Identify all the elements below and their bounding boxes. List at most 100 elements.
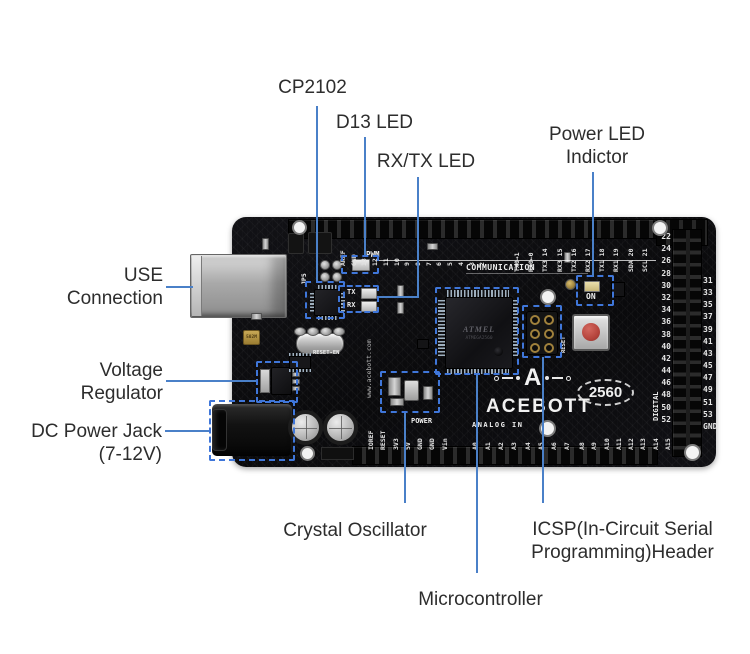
silk-power: POWER (411, 417, 433, 425)
label-microcontroller: Microcontroller (407, 588, 554, 611)
pin-label: TX3 14 (541, 248, 550, 272)
mounting-hole (684, 444, 701, 461)
label-d13-text: D13 LED (335, 112, 414, 133)
callout-line-crystal (404, 413, 406, 503)
label-cp2102: CP2102 (255, 76, 370, 99)
pin-label: 35 (703, 300, 713, 310)
logo-dot-icon (566, 375, 572, 381)
pin-label: IOREF (367, 430, 375, 450)
label-d13-led: D13 LED (317, 111, 432, 134)
mcu-pin1-dimple (494, 347, 503, 356)
label-vreg-line1: Voltage (99, 360, 163, 381)
pin-label: A11 (614, 438, 623, 450)
pin-label: 30 (661, 280, 671, 290)
silk-divider-line-2 (466, 273, 588, 274)
logo-dot-icon (516, 376, 520, 380)
callout-line-usb (166, 286, 193, 288)
mcu-chip: ATMEL ATMEGA2560 (445, 297, 513, 369)
resettable-fuse: 502M (243, 330, 260, 345)
label-dc-line2: (7-12V) (98, 444, 162, 465)
smd-capacitor (423, 386, 433, 400)
reset-button-cap (582, 323, 600, 341)
bottom-edge-component (321, 447, 354, 460)
pin-label: SCL 21 (640, 248, 649, 272)
pin-label: RX1 19 (612, 248, 621, 272)
pin-label: GND (428, 438, 437, 450)
mcu-pins-top (447, 290, 509, 297)
highlight-box-crystal (380, 371, 440, 413)
pin-label: 34 (661, 305, 671, 315)
mounting-hole (540, 289, 556, 305)
cp2102-pins-left (310, 293, 314, 312)
mcu-pins-right (511, 300, 518, 358)
smd-crystal-part (388, 377, 401, 396)
silk-analog-in: ANALOG IN (472, 421, 524, 429)
highlight-box-vreg (256, 361, 298, 403)
pin-label: 47 (703, 373, 713, 383)
model-badge: 2560 (577, 379, 634, 406)
pin-label: 46 (661, 378, 671, 388)
silk-reset-en: RESET-EN (313, 350, 340, 356)
smd-pad (333, 327, 345, 336)
smd-crystal (404, 380, 419, 401)
label-rxtx-led: RX/TX LED (365, 150, 487, 173)
callout-line-dc-jack (165, 430, 211, 432)
pin-label: RESET (379, 430, 388, 450)
soic-legs-top (289, 353, 311, 356)
pin-label: 45 (703, 361, 713, 371)
label-icsp-line2: Programming)Header (531, 542, 714, 563)
pin-label: 44 (661, 366, 671, 376)
highlight-box-cp2102 (305, 281, 345, 319)
label-rxtx-text: RX/TX LED (376, 151, 476, 172)
mounting-hole (292, 220, 307, 235)
icsp-pin-socket (530, 343, 540, 353)
top-pin-header (288, 219, 658, 239)
pin-label: 11 (381, 258, 390, 266)
callout-line-rxtx-h (378, 296, 419, 298)
vreg-tab (260, 369, 270, 393)
callout-line-mcu (476, 374, 478, 573)
pin-label: 28 (661, 268, 671, 278)
silk-rx: RX (347, 301, 356, 309)
smd-pad (294, 327, 306, 336)
callout-line-d13 (364, 137, 366, 256)
smd-resistor (397, 302, 404, 314)
callout-line-vreg (166, 380, 258, 382)
highlight-box-d13-led (341, 255, 379, 274)
pin-label: A9 (590, 442, 599, 450)
label-power-led-line2: Indictor (565, 147, 629, 168)
pin-label: 51 (703, 397, 713, 407)
icsp-pin-socket (530, 329, 540, 339)
pin-label: 31 (703, 276, 713, 285)
model-text: 2560 (588, 384, 623, 401)
pin-label: Vin (440, 438, 449, 450)
gold-test-point (565, 279, 576, 290)
pin-label: A15 (663, 438, 672, 450)
logo-letter: A (524, 364, 542, 391)
pin-label: 8 (414, 241, 425, 266)
silk-pwm: PWM (366, 250, 380, 259)
pin-label: 39 (703, 324, 713, 334)
silk-divider-line (378, 260, 656, 261)
pin-label: 7 (424, 262, 433, 266)
pin-label: A8 (578, 442, 586, 450)
pin-label: 37 (703, 312, 713, 322)
sot23-transistor (417, 339, 429, 349)
mcu-part-text: ATMEGA2560 (465, 336, 493, 341)
pin-label: 38 (661, 329, 671, 339)
pin-label: 6 (435, 262, 444, 266)
smd-pad (307, 327, 319, 336)
pin-label: 48 (661, 390, 671, 400)
pin-label: 32 (661, 292, 671, 302)
pin-label: 22 (661, 232, 671, 241)
pin-label: 3V3 (391, 438, 400, 450)
label-power-led-line1: Power LED (548, 124, 646, 145)
right-pin-header (672, 229, 702, 457)
cp2102-pins-top (318, 285, 337, 289)
usb-connector-faceplate (192, 256, 202, 316)
icsp-pin-socket (544, 329, 554, 339)
soic-legs-bottom (289, 369, 311, 372)
